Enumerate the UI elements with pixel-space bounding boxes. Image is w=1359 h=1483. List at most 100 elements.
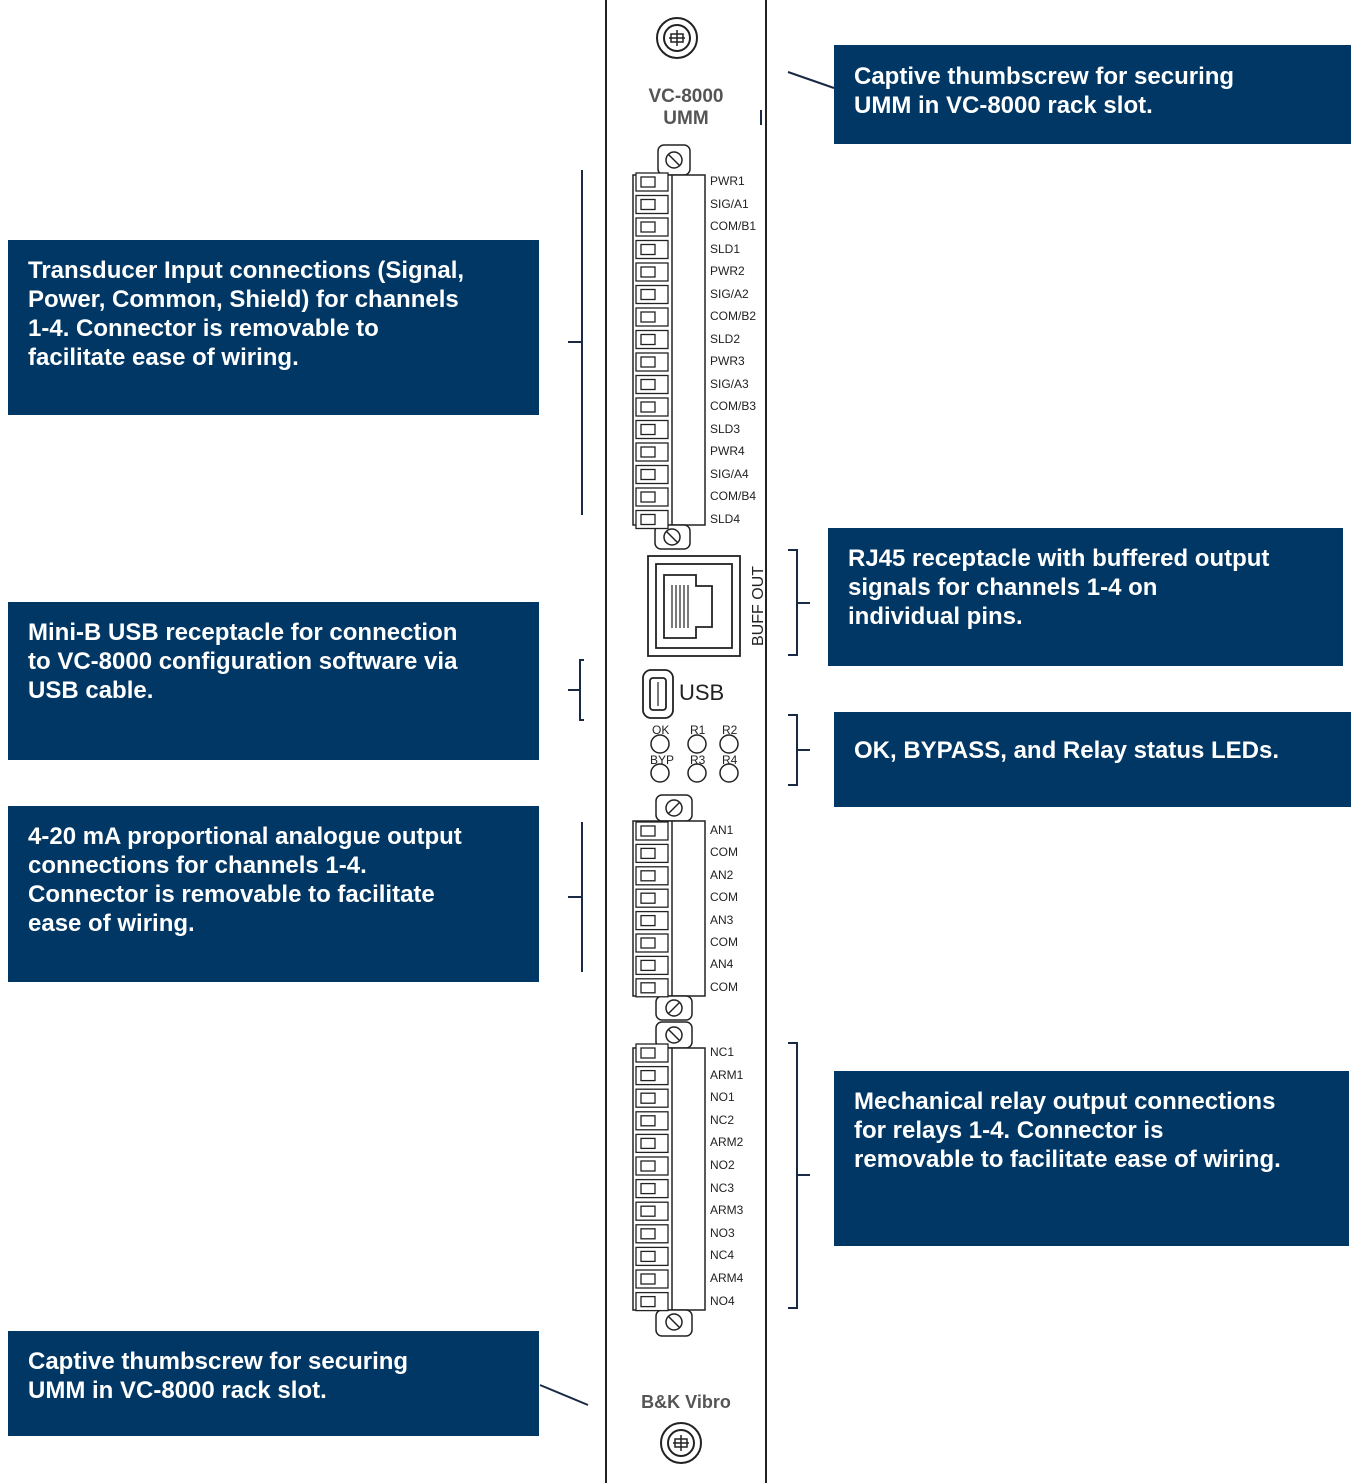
callout-leds: OK, BYPASS, and Relay status LEDs.: [834, 712, 1351, 807]
model-line-1: VC-8000: [648, 86, 724, 107]
usb-label: USB: [679, 680, 725, 705]
analog-terminal-label: AN4: [710, 957, 734, 972]
relay-terminal-label: NC3: [710, 1180, 735, 1195]
led-r2-icon: [719, 734, 739, 754]
umm-front-panel: [605, 0, 767, 1483]
analog-terminal-screw: [640, 825, 656, 837]
relay-terminal-label: NO2: [710, 1158, 735, 1172]
bracket: [788, 714, 810, 786]
transducer-terminal-label: PWR3: [710, 354, 745, 368]
led-ok-icon: [650, 734, 670, 754]
callout-text: 4-20 mA proportional analogue output con…: [28, 823, 462, 937]
callout-rj45: RJ45 receptacle with buffered output sig…: [828, 528, 1343, 666]
callout-transducer-input: Transducer Input connections (Signal, Po…: [8, 240, 539, 415]
led-label-r2: R2: [722, 723, 738, 737]
transducer-terminal-label: COM/B3: [710, 399, 757, 413]
transducer-terminal-label: SLD4: [710, 511, 741, 526]
relay-terminal-screw: [640, 1228, 656, 1240]
relay-terminal-label: NO4: [710, 1293, 735, 1308]
transducer-terminal-label: SLD2: [710, 331, 741, 346]
led-r1-icon: [687, 734, 707, 754]
transducer-terminal-label: SIG/A3: [710, 376, 749, 391]
relay-terminal-label: NO3: [710, 1225, 735, 1240]
transducer-terminal-label: SIG/A4: [710, 466, 749, 481]
analog-terminal-screw: [640, 937, 656, 949]
callout-text: Captive thumbscrew for securing UMM in V…: [854, 63, 1235, 119]
transducer-terminal-screw: [640, 221, 656, 233]
brand-label: B&K Vibro: [641, 1392, 731, 1412]
relay-terminal-label: NC1: [710, 1045, 735, 1059]
analog-terminal-screw: [640, 914, 656, 927]
transducer-terminal-screw: [640, 356, 656, 368]
analog-terminal-screw: [640, 959, 656, 972]
led-label-r3: R3: [690, 753, 706, 767]
relay-terminal-screw: [640, 1182, 656, 1195]
relay-terminal-screw: [640, 1092, 656, 1104]
transducer-terminal-screw: [640, 401, 656, 413]
relay-terminal-screw: [640, 1160, 656, 1172]
transducer-terminal-screw: [640, 491, 656, 503]
transducer-terminal-label: SIG/A1: [710, 196, 749, 211]
callout-thumbscrew-top: Captive thumbscrew for securing UMM in V…: [834, 45, 1351, 144]
led-r3-icon: [687, 763, 707, 783]
transducer-terminal-screw: [640, 266, 656, 278]
leader-line: [787, 71, 835, 89]
transducer-terminal-label: PWR4: [710, 444, 745, 458]
thumbscrew-bottom-icon: [660, 1422, 702, 1464]
relay-terminal-label: NC2: [710, 1112, 735, 1127]
analog-terminal-label: AN1: [710, 823, 734, 837]
bracket: [568, 170, 583, 515]
transducer-terminal-label: SLD1: [710, 241, 741, 256]
callout-text: Mechanical relay output connections for …: [854, 1088, 1281, 1173]
led-label-r1: R1: [690, 723, 706, 737]
relay-terminal-screw: [640, 1295, 656, 1308]
model-line-2: UMM: [663, 108, 709, 129]
bracket: [568, 659, 584, 721]
callout-thumbscrew-bottom: Captive thumbscrew for securing UMM in V…: [8, 1331, 539, 1436]
transducer-terminal-screw: [640, 378, 656, 391]
transducer-terminal-screw: [640, 288, 656, 301]
transducer-terminal-label: PWR2: [710, 264, 745, 278]
led-label-byp: BYP: [650, 753, 675, 767]
relay-terminal-screw: [640, 1273, 656, 1285]
led-bypass-icon: [650, 763, 670, 783]
transducer-terminal-label: SIG/A2: [710, 286, 749, 301]
bracket: [788, 549, 810, 656]
relay-terminal-screw: [640, 1115, 656, 1127]
analog-terminal-label: COM: [710, 845, 738, 860]
analog-terminal-label: AN3: [710, 912, 734, 927]
led-label-ok: OK: [652, 723, 670, 737]
analog-terminal-screw: [640, 847, 656, 860]
callout-usb: Mini-B USB receptacle for connection to …: [8, 602, 539, 760]
thumbscrew-top-icon: [656, 17, 698, 59]
transducer-terminal-screw: [640, 198, 656, 211]
transducer-terminal-screw: [640, 243, 656, 256]
analog-terminal-label: COM: [710, 890, 738, 905]
analog-terminal-screw: [640, 870, 656, 882]
callout-text: OK, BYPASS, and Relay status LEDs.: [854, 737, 1280, 764]
leader-line: [539, 1384, 589, 1406]
connector-screws: [663, 151, 683, 1331]
relay-terminal-screw: [640, 1205, 656, 1217]
analog-terminal-screw: [640, 892, 656, 904]
callout-analog-output: 4-20 mA proportional analogue output con…: [8, 806, 539, 982]
transducer-terminal-screw: [640, 468, 656, 481]
transducer-terminal-screw: [640, 513, 656, 526]
led-label-r4: R4: [722, 753, 738, 767]
callout-relay-output: Mechanical relay output connections for …: [834, 1071, 1349, 1246]
transducer-terminal-screw: [640, 423, 656, 436]
transducer-terminal-label: COM/B1: [710, 219, 757, 233]
relay-terminal-screw: [640, 1047, 656, 1059]
relay-terminal-screw: [640, 1069, 656, 1082]
transducer-terminal-label: SLD3: [710, 421, 741, 436]
callout-text: Captive thumbscrew for securing UMM in V…: [28, 1348, 409, 1404]
analog-terminal-label: AN2: [710, 867, 734, 882]
relay-terminal-screw: [640, 1250, 656, 1263]
callout-text: RJ45 receptacle with buffered output sig…: [848, 545, 1270, 630]
relay-terminal-label: ARM1: [710, 1067, 744, 1082]
relay-terminal-label: ARM2: [710, 1135, 744, 1150]
transducer-terminal-screw: [640, 176, 656, 188]
callout-text: Mini-B USB receptacle for connection to …: [28, 619, 458, 704]
transducer-terminal-label: COM/B4: [710, 489, 757, 503]
